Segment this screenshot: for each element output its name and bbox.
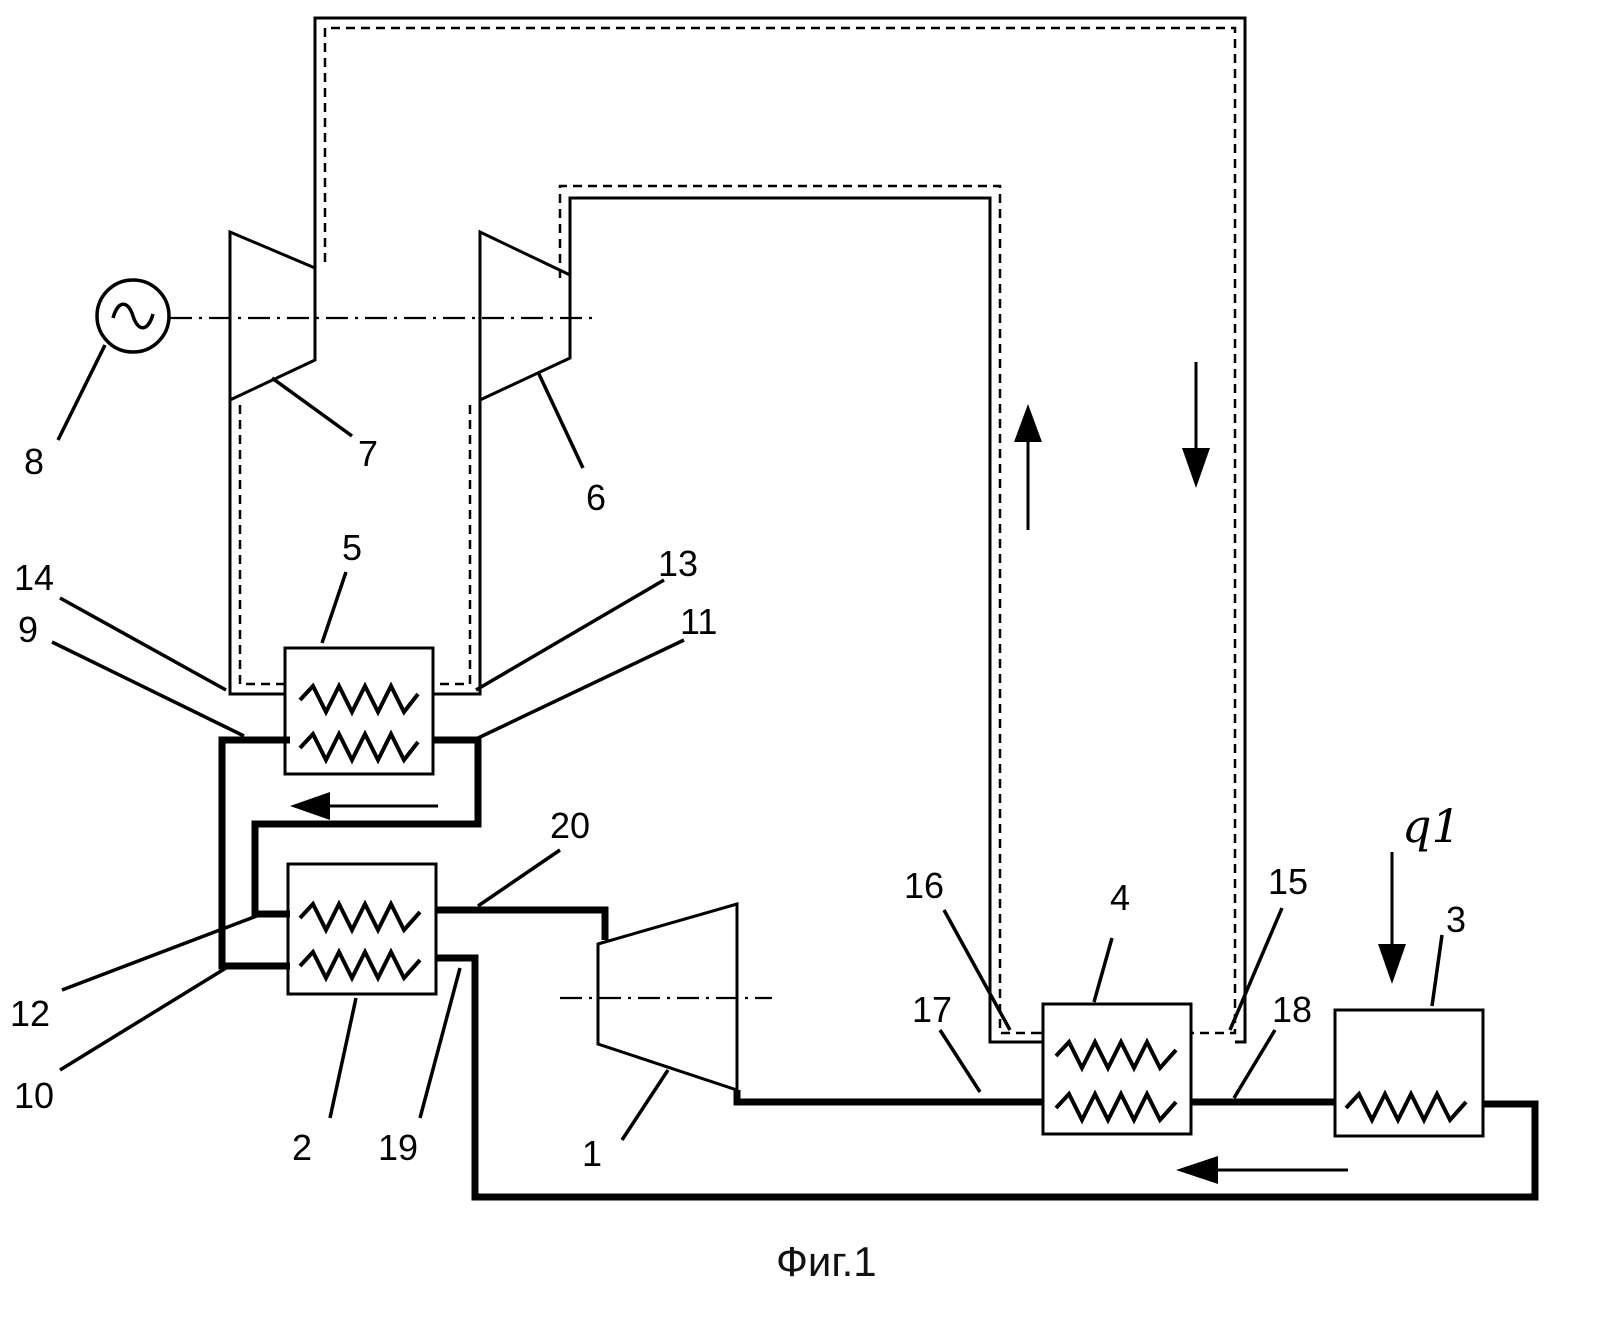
heat-exchanger-2 <box>288 864 436 994</box>
label-6: 6 <box>586 477 606 518</box>
turbine-7 <box>230 232 315 400</box>
label-4: 4 <box>1110 877 1130 918</box>
label-17: 17 <box>912 989 952 1030</box>
heat-exchanger-4 <box>1043 1004 1191 1134</box>
label-15: 15 <box>1268 861 1308 902</box>
heater-3 <box>1335 1010 1483 1136</box>
label-10: 10 <box>14 1075 54 1116</box>
figure-caption: Фиг.1 <box>776 1238 877 1285</box>
label-13: 13 <box>658 543 698 584</box>
label-19: 19 <box>378 1127 418 1168</box>
label-9: 9 <box>18 609 38 650</box>
label-20: 20 <box>550 805 590 846</box>
label-3: 3 <box>1446 899 1466 940</box>
label-12: 12 <box>10 993 50 1034</box>
label-1: 1 <box>582 1133 602 1174</box>
label-8: 8 <box>24 441 44 482</box>
pipe-17 <box>737 1090 1045 1102</box>
heat-exchanger-5 <box>285 648 433 774</box>
flow-arrows <box>290 362 1406 1184</box>
label-7: 7 <box>358 433 378 474</box>
compressor-6 <box>480 232 570 400</box>
label-16: 16 <box>904 865 944 906</box>
label-5: 5 <box>342 527 362 568</box>
label-11: 11 <box>680 601 717 642</box>
label-14: 14 <box>14 557 54 598</box>
label-2: 2 <box>292 1127 312 1168</box>
heat-input-label: q1 <box>1402 799 1461 853</box>
label-18: 18 <box>1272 989 1312 1030</box>
generator-8 <box>97 280 169 352</box>
pipe-20-to-compressor <box>436 910 605 940</box>
